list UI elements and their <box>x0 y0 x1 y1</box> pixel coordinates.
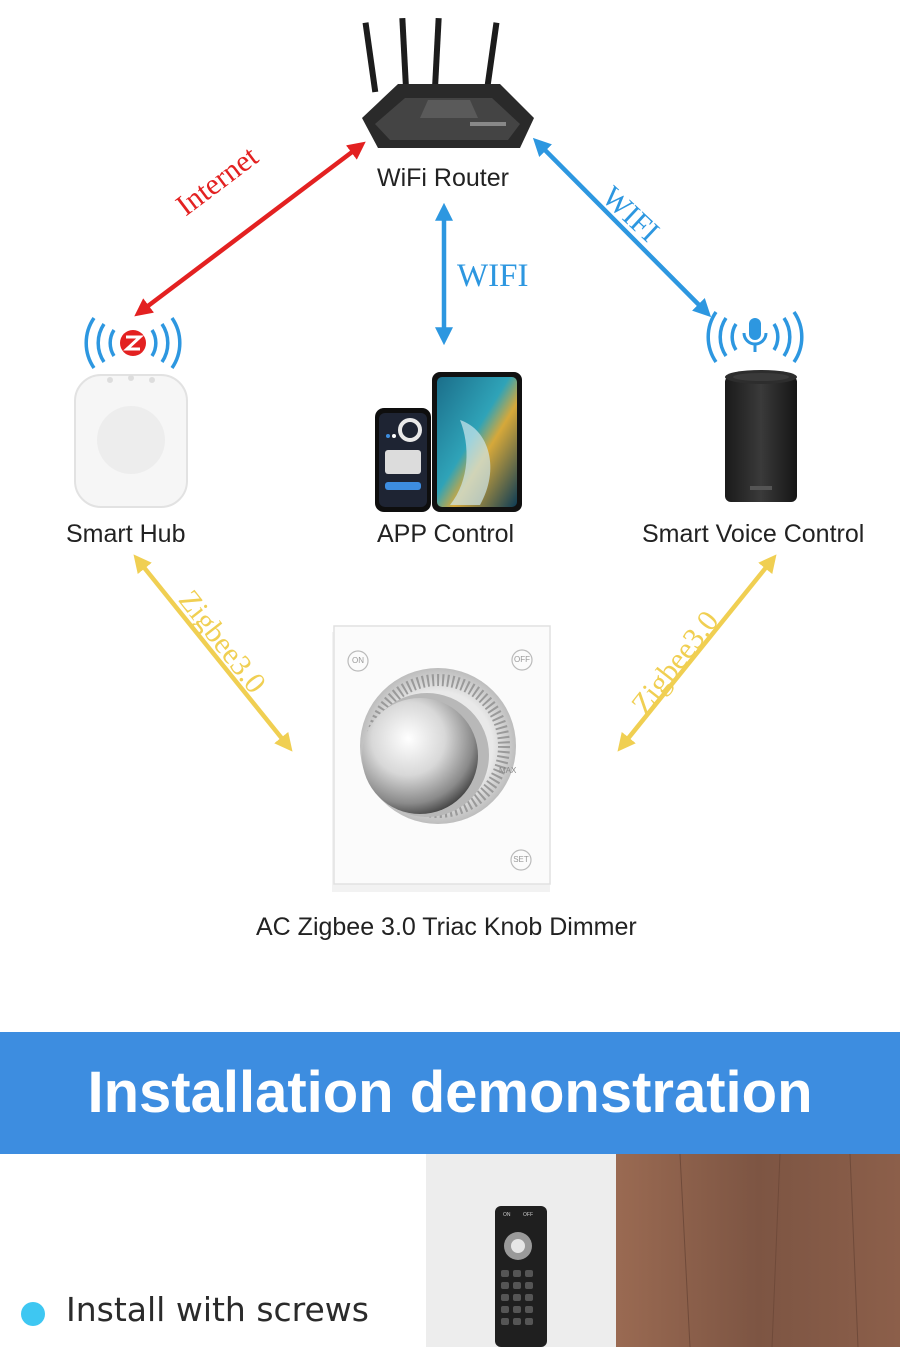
wifi-center-link-label: WIFI <box>457 258 529 294</box>
wifi-right-arrow <box>532 137 712 318</box>
dimmer-panel-image <box>332 625 551 892</box>
remote-control-image <box>495 1206 547 1347</box>
wifi-router-image <box>362 17 534 148</box>
smart-speaker-image <box>725 370 797 502</box>
smart-voice-label: Smart Voice Control <box>642 520 865 548</box>
zigbee-left-arrow <box>133 554 293 752</box>
dimmer-label: AC Zigbee 3.0 Triac Knob Dimmer <box>256 913 637 941</box>
app-control-label: APP Control <box>377 520 515 548</box>
dimmer-max-label: MAX <box>499 766 517 775</box>
internet-arrow <box>134 141 366 317</box>
bullet-dot-icon <box>21 1302 45 1326</box>
remote-off-label: OFF <box>523 1212 533 1218</box>
remote-on-label: ON <box>503 1212 511 1218</box>
smart-hub-image <box>74 374 188 508</box>
router-label: WiFi Router <box>377 164 509 192</box>
app-control-image <box>375 372 522 512</box>
zigbee-signal-icon <box>84 317 182 369</box>
dimmer-set-label: SET <box>513 855 529 864</box>
zigbee-right-arrow <box>617 554 777 752</box>
installation-banner: Installation demonstration <box>0 1032 900 1154</box>
smart-hub-label: Smart Hub <box>66 520 186 548</box>
installation-title: Installation demonstration <box>87 1060 813 1125</box>
dimmer-on-label: ON <box>352 656 364 665</box>
dimmer-off-label: OFF <box>514 655 530 664</box>
install-bullet-text: Install with screws <box>66 1290 369 1329</box>
microphone-signal-icon <box>706 311 804 363</box>
